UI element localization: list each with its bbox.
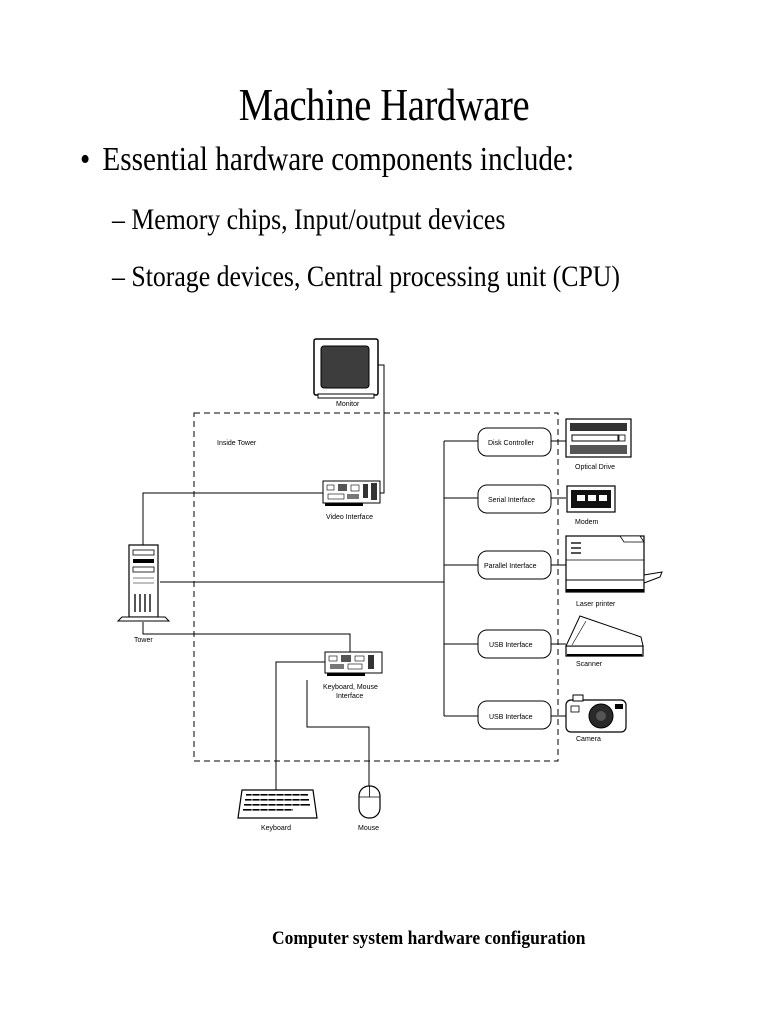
keyboard-mouse-card-icon bbox=[324, 651, 383, 676]
disk-controller-label: Disk Controller bbox=[488, 440, 535, 447]
keyboard-label: Keyboard bbox=[261, 825, 291, 832]
figure-caption: Computer system hardware configuration bbox=[272, 928, 586, 949]
serial-interface-box bbox=[477, 484, 552, 514]
tower-label: Tower bbox=[134, 637, 153, 644]
video-interface-label: Video Interface bbox=[326, 514, 373, 521]
sub-bullet-1: – Memory chips, Input/output devices bbox=[112, 203, 506, 236]
inside-tower-boundary bbox=[193, 412, 559, 762]
keyboard-mouse-interface-label-1: Keyboard, Mouse bbox=[323, 684, 378, 691]
sub-bullet-2: – Storage devices, Central processing un… bbox=[112, 260, 621, 293]
optical-drive-label: Optical Drive bbox=[575, 464, 615, 471]
scanner-label: Scanner bbox=[576, 661, 603, 668]
usb-interface-box-1 bbox=[477, 629, 552, 659]
mouse-icon bbox=[358, 785, 381, 819]
slide-title: Machine Hardware bbox=[238, 79, 530, 130]
optical-drive-icon bbox=[565, 418, 632, 458]
bullet-marker: • bbox=[80, 141, 91, 178]
keyboard-icon bbox=[237, 789, 318, 819]
video-card-icon bbox=[322, 480, 381, 506]
usb-interface-label-2: USB Interface bbox=[489, 714, 533, 721]
camera-label: Camera bbox=[576, 736, 601, 743]
connection-lines bbox=[142, 364, 566, 790]
serial-interface-label: Serial Interface bbox=[488, 497, 535, 504]
monitor-label: Monitor bbox=[336, 401, 360, 408]
parallel-interface-label: Parallel Interface bbox=[484, 563, 537, 570]
parallel-interface-box bbox=[477, 550, 552, 580]
modem-label: Modem bbox=[575, 519, 599, 526]
modem-icon bbox=[566, 485, 616, 513]
main-bullet-text: Essential hardware components include: bbox=[102, 141, 575, 178]
keyboard-mouse-interface-label-2: Interface bbox=[336, 693, 363, 700]
laser-printer-icon bbox=[565, 535, 663, 593]
inside-tower-label: Inside Tower bbox=[217, 440, 257, 447]
monitor-icon bbox=[313, 338, 379, 399]
usb-interface-label-1: USB Interface bbox=[489, 642, 533, 649]
laser-printer-label: Laser printer bbox=[576, 601, 616, 608]
mouse-label: Mouse bbox=[358, 825, 379, 832]
disk-controller-box bbox=[477, 427, 552, 457]
usb-interface-box-2 bbox=[477, 700, 552, 730]
scanner-icon bbox=[565, 615, 644, 657]
main-bullet: • Essential hardware components include: bbox=[80, 141, 574, 179]
camera-icon bbox=[565, 694, 627, 733]
tower-icon bbox=[116, 544, 171, 622]
